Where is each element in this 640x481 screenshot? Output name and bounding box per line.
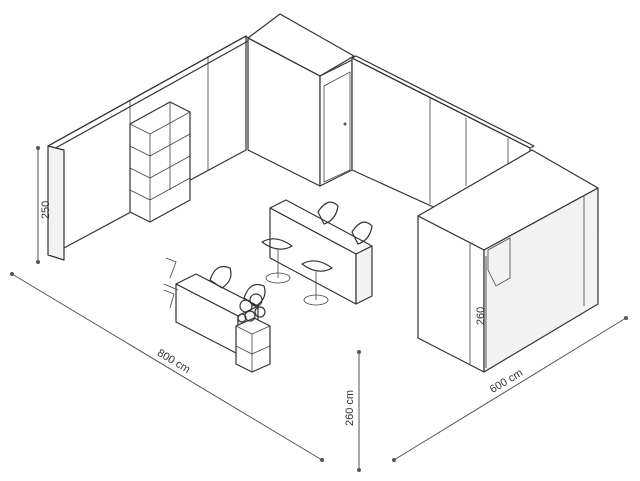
- storage-room-side-wall: [319, 59, 353, 187]
- storage-room-door: [323, 71, 351, 183]
- storage-tower: [417, 149, 599, 373]
- height-label: 260 cm: [344, 390, 356, 426]
- reception-chairs: [163, 257, 266, 309]
- back-right-wall-top: [351, 55, 535, 149]
- storage-room-top: [247, 13, 355, 77]
- plant-icon: [237, 293, 266, 323]
- storage-room-front-wall: [247, 37, 321, 187]
- dimension-height: 260 cm: [344, 350, 361, 472]
- wall-shelving-unit: [129, 101, 191, 223]
- bar-stools: [261, 201, 373, 306]
- storage-tower-side: [483, 187, 599, 373]
- dimension-storage-height: 260: [475, 256, 487, 368]
- storage-height-label: 260: [475, 307, 487, 325]
- bar-counter: [269, 199, 373, 305]
- left-end-panel: [47, 145, 65, 261]
- dimension-width: 800 cm: [10, 272, 324, 462]
- dimension-wall-height: 250: [36, 146, 52, 264]
- width-label: 800 cm: [155, 347, 192, 376]
- plant-cube-shelf: [235, 293, 271, 373]
- door-handle-icon: [343, 122, 347, 126]
- wall-height-label: 250: [40, 201, 52, 219]
